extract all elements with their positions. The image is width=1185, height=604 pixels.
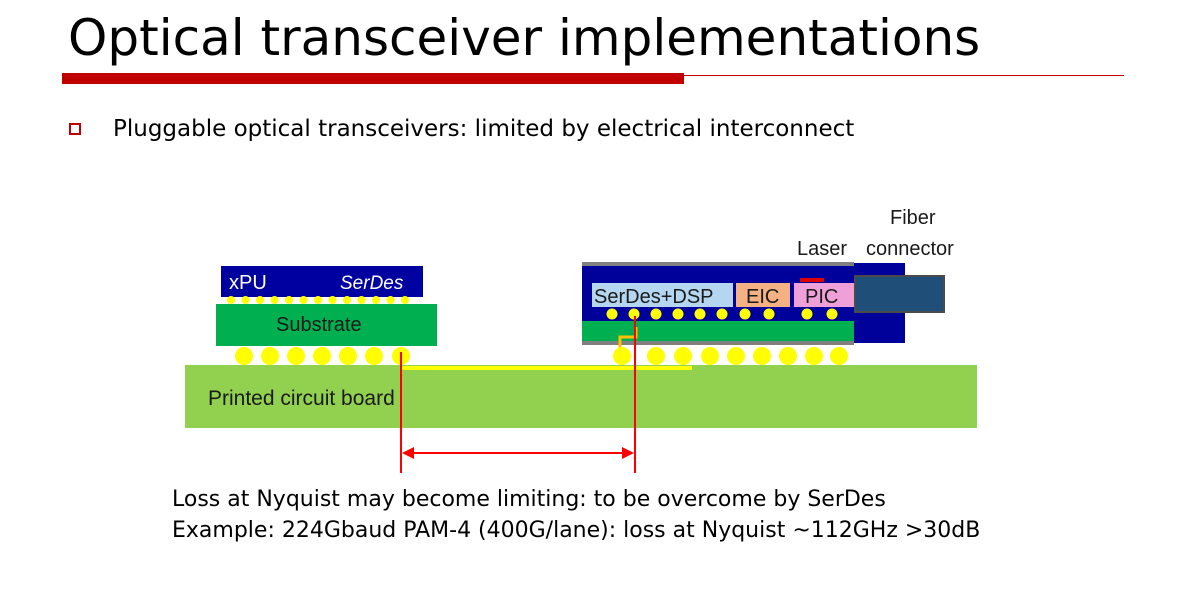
- microbump: [314, 296, 322, 304]
- bga-ball: [261, 347, 279, 365]
- bga-ball: [613, 347, 631, 365]
- microbump: [763, 308, 775, 320]
- title-underline-thick: [62, 73, 684, 84]
- serdes-dsp-chip: [592, 283, 733, 307]
- arrow-head-left: [402, 447, 414, 459]
- bga-ball: [313, 347, 331, 365]
- microbump: [270, 296, 279, 304]
- microbump: [241, 296, 250, 304]
- serdes-dsp-label: SerDes+DSP: [594, 286, 714, 308]
- bga-ball: [365, 347, 383, 365]
- pcb-trace: [402, 366, 692, 370]
- bga-ball: [701, 347, 719, 365]
- microbump: [826, 308, 838, 320]
- fiber-connector: [854, 275, 945, 313]
- microbump: [372, 296, 380, 304]
- note-line-1: Loss at Nyquist may become limiting: to …: [172, 487, 886, 512]
- fiber-label-line1: Fiber: [890, 207, 936, 229]
- bga-ball: [235, 347, 253, 365]
- bullet-square-icon: [69, 123, 81, 135]
- xpu-serdes-label: SerDes: [340, 273, 404, 294]
- xpu-die: [221, 266, 423, 297]
- left-bga-balls: [235, 347, 410, 365]
- bga-ball: [805, 347, 823, 365]
- microbump: [256, 296, 264, 304]
- microbump: [299, 296, 308, 304]
- microbump: [285, 296, 293, 304]
- microbump: [650, 308, 662, 320]
- xpu-label: xPU: [229, 272, 267, 294]
- microbump: [401, 296, 409, 304]
- module-bga-balls: [613, 347, 848, 365]
- microbump: [694, 308, 706, 320]
- bga-ball: [727, 347, 745, 365]
- module-gray-top: [582, 262, 854, 266]
- bga-ball: [287, 347, 305, 365]
- bga-ball: [753, 347, 771, 365]
- eic-label: EIC: [746, 286, 779, 308]
- module-gray-bottom: [582, 341, 854, 345]
- page-title: Optical transceiver implementations: [68, 9, 981, 67]
- pcb-label: Printed circuit board: [208, 387, 395, 410]
- microbump: [328, 296, 337, 304]
- eic-chip: [736, 283, 790, 307]
- microbump: [801, 308, 813, 320]
- bga-ball: [647, 347, 665, 365]
- pic-chip: [794, 283, 854, 307]
- bullet-text: Pluggable optical transceivers: limited …: [113, 116, 855, 142]
- microbump: [227, 296, 235, 304]
- laser-chip: [800, 278, 824, 282]
- module-microbumps: [606, 308, 838, 320]
- bga-ball: [830, 347, 848, 365]
- laser-label: Laser: [797, 238, 847, 260]
- title-underline-thin: [684, 75, 1124, 76]
- bga-ball: [779, 347, 797, 365]
- microbump: [628, 308, 640, 320]
- fiber-label-line2: connector: [866, 238, 954, 260]
- left-substrate: [216, 304, 437, 346]
- pic-label: PIC: [805, 286, 838, 308]
- microbump: [386, 296, 395, 304]
- microbump: [739, 308, 751, 320]
- microbump: [357, 296, 366, 304]
- microbump: [606, 308, 618, 320]
- bga-ball: [339, 347, 357, 365]
- pcb-board: [185, 365, 977, 428]
- note-line-2: Example: 224Gbaud PAM-4 (400G/lane): los…: [172, 518, 981, 543]
- microbump: [343, 296, 351, 304]
- left-substrate-label: Substrate: [276, 314, 362, 336]
- microbump: [672, 308, 684, 320]
- module-green-layer: [582, 321, 854, 341]
- bga-ball: [674, 347, 692, 365]
- arrow-head-right: [622, 447, 634, 459]
- microbump: [716, 308, 728, 320]
- xpu-microbumps: [227, 296, 409, 304]
